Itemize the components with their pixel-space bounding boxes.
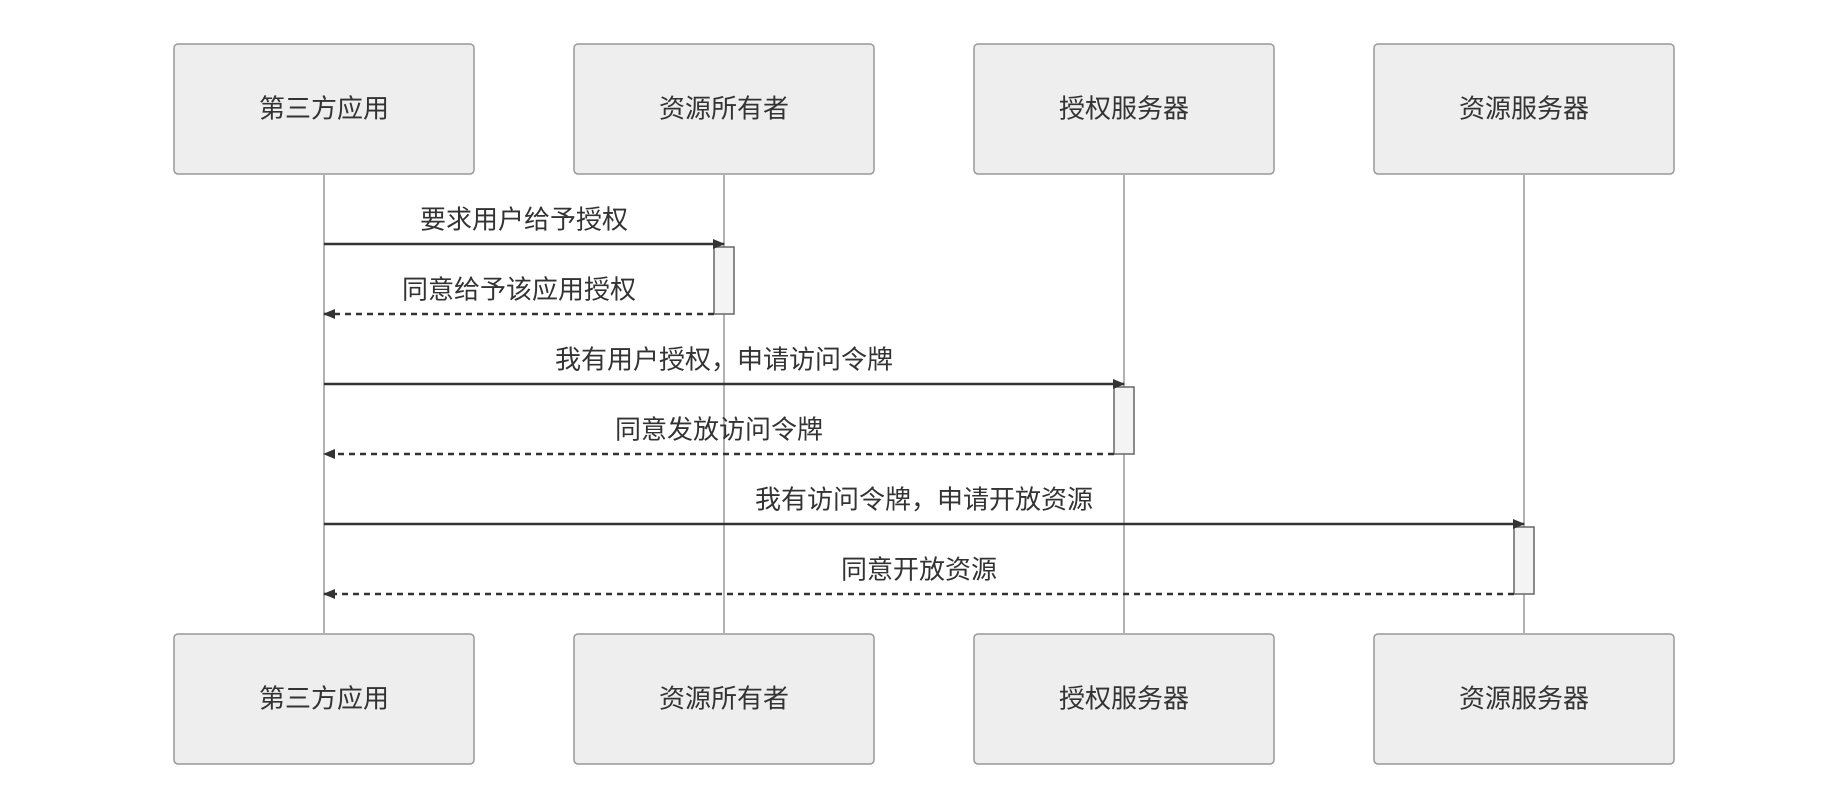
- actor-label: 授权服务器: [1059, 95, 1189, 125]
- message-label-4: 同意发放访问令牌: [615, 416, 823, 446]
- actor-label: 资源所有者: [659, 95, 789, 125]
- actor-bottom-resource: 资源服务器: [1373, 633, 1675, 765]
- message-label-2: 同意给予该应用授权: [402, 276, 636, 306]
- actor-label: 资源服务器: [1459, 95, 1589, 125]
- actor-label: 第三方应用: [259, 95, 389, 125]
- actor-label: 资源所有者: [659, 685, 789, 715]
- actor-top-auth: 授权服务器: [973, 43, 1275, 175]
- activation-resource: [1513, 526, 1535, 595]
- actor-top-resource: 资源服务器: [1373, 43, 1675, 175]
- activation-auth: [1113, 386, 1135, 455]
- actor-top-client: 第三方应用: [173, 43, 475, 175]
- message-label-6: 同意开放资源: [841, 556, 997, 586]
- message-label-1: 要求用户给予授权: [420, 206, 628, 236]
- actor-top-owner: 资源所有者: [573, 43, 875, 175]
- activation-owner: [713, 246, 735, 315]
- actor-label: 授权服务器: [1059, 685, 1189, 715]
- message-label-3: 我有用户授权，申请访问令牌: [555, 346, 893, 376]
- actor-bottom-auth: 授权服务器: [973, 633, 1275, 765]
- actor-bottom-owner: 资源所有者: [573, 633, 875, 765]
- actor-label: 第三方应用: [259, 685, 389, 715]
- actor-label: 资源服务器: [1459, 685, 1589, 715]
- actor-bottom-client: 第三方应用: [173, 633, 475, 765]
- message-label-5: 我有访问令牌，申请开放资源: [755, 486, 1093, 516]
